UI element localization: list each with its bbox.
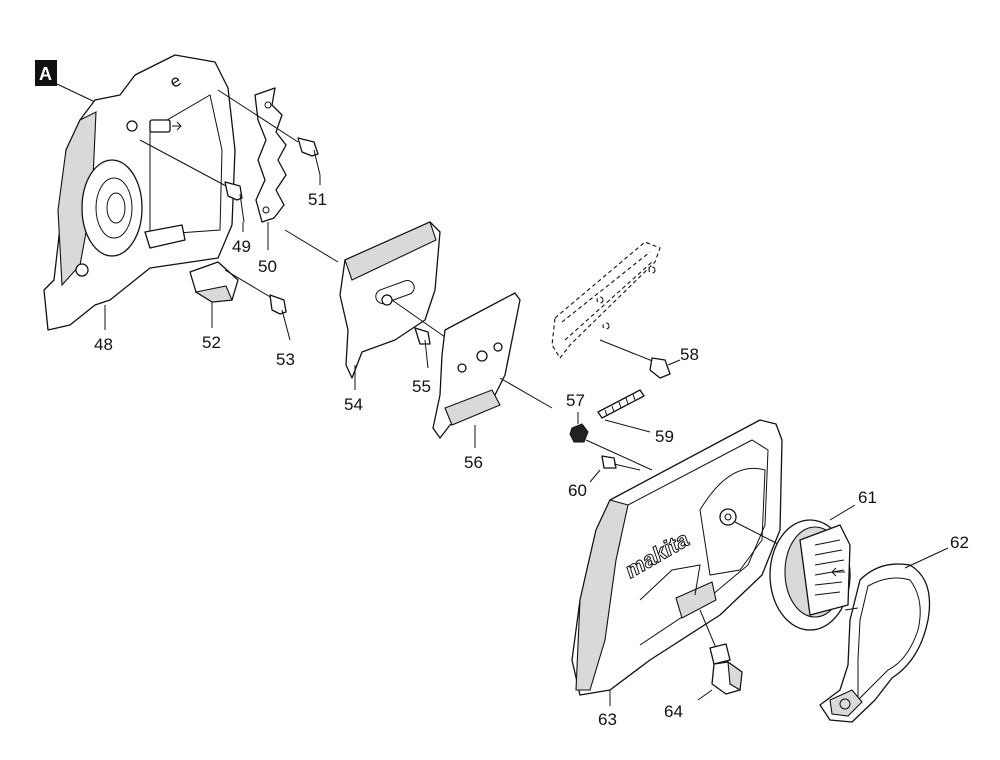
part-number-53: 53	[276, 350, 295, 369]
part-61-starter	[734, 504, 856, 631]
part-number-54: 54	[344, 395, 363, 414]
part-48-inner-housing: e	[43, 54, 236, 331]
part-60-screw	[589, 455, 641, 483]
part-number-48: 48	[94, 335, 113, 354]
part-57-nut	[569, 412, 653, 471]
part-50-spike-bumper	[254, 87, 339, 263]
part-number-64: 64	[664, 702, 683, 721]
part-number-55: 55	[412, 377, 431, 396]
part-number-56: 56	[464, 453, 483, 472]
part-49-screw	[139, 139, 245, 232]
section-badge-label: A	[39, 64, 52, 84]
part-56-outer-plate	[432, 292, 553, 448]
part-58-tensioner-pin	[599, 339, 681, 379]
part-number-59: 59	[655, 427, 674, 446]
guide-bar-outline	[551, 241, 661, 359]
part-number-61: 61	[858, 488, 877, 507]
part-number-52: 52	[202, 333, 221, 352]
part-52-bracket	[189, 261, 239, 328]
part-number-50: 50	[258, 257, 277, 276]
part-62-ring-cover	[819, 547, 949, 723]
part-number-60: 60	[568, 481, 587, 500]
section-badge: A	[35, 60, 96, 103]
part-54-inner-plate	[339, 221, 441, 390]
part-51-screw	[217, 89, 321, 185]
part-number-62: 62	[950, 533, 969, 552]
part-number-63: 63	[598, 710, 617, 729]
part-number-57: 57	[566, 391, 585, 410]
part-63-sprocket-cover: makita	[571, 419, 783, 706]
part-64-knob	[697, 609, 743, 701]
part-number-58: 58	[680, 345, 699, 364]
part-number-49: 49	[232, 237, 251, 256]
part-53-screw	[224, 269, 291, 341]
part-number-51: 51	[308, 190, 327, 209]
part-59-adjusting-screw	[597, 389, 651, 433]
